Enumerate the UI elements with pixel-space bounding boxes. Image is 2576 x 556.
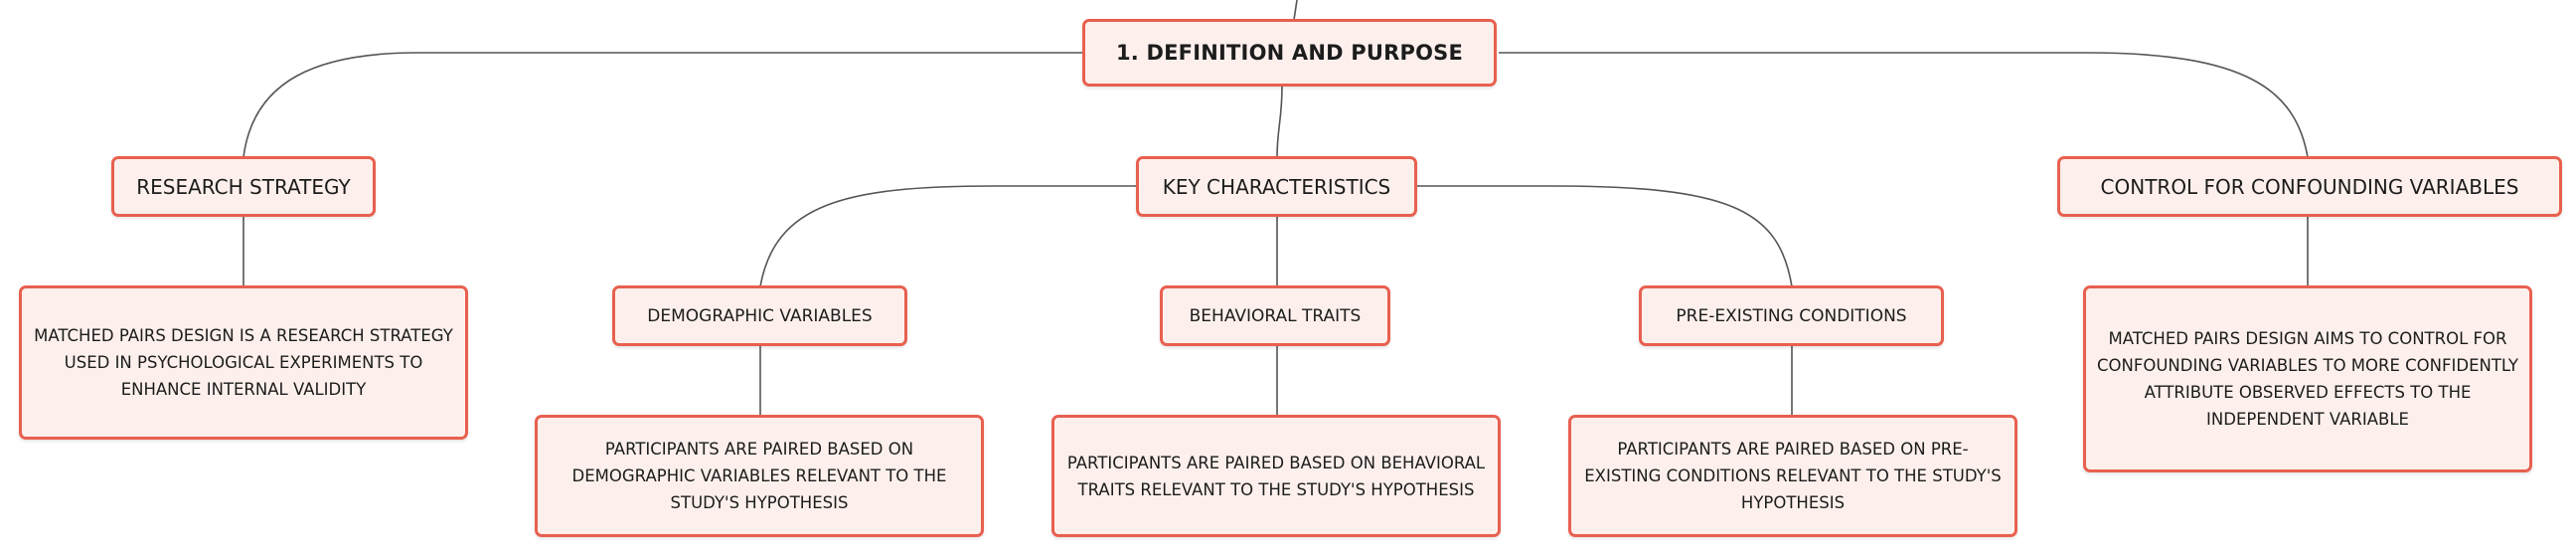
node-label: RESEARCH STRATEGY bbox=[136, 174, 351, 199]
root-node-label: 1. DEFINITION AND PURPOSE bbox=[1116, 41, 1463, 65]
node-pre-existing-conditions[interactable]: PRE-EXISTING CONDITIONS bbox=[1639, 285, 1944, 346]
node-label: PRE-EXISTING CONDITIONS bbox=[1676, 305, 1907, 326]
detail-text: MATCHED PAIRS DESIGN AIMS TO CONTROL FOR… bbox=[2097, 329, 2518, 429]
node-research-strategy[interactable]: RESEARCH STRATEGY bbox=[111, 156, 376, 217]
detail-text: PARTICIPANTS ARE PAIRED BASED ON PRE-EXI… bbox=[1584, 440, 2002, 512]
connector-root-to-key-characteristics bbox=[1276, 86, 1283, 158]
node-label: KEY CHARACTERISTICS bbox=[1162, 174, 1391, 199]
detail-text: MATCHED PAIRS DESIGN IS A RESEARCH STRAT… bbox=[34, 326, 453, 399]
node-label: BEHAVIORAL TRAITS bbox=[1189, 305, 1362, 326]
node-behavioral-traits[interactable]: BEHAVIORAL TRAITS bbox=[1160, 285, 1390, 346]
connector-key-characteristics-to-preexisting bbox=[1416, 185, 1793, 287]
connector-key-characteristics-to-demographic bbox=[759, 185, 1136, 287]
detail-control-for-confounding-variables[interactable]: MATCHED PAIRS DESIGN AIMS TO CONTROL FOR… bbox=[2083, 285, 2532, 472]
detail-text: PARTICIPANTS ARE PAIRED BASED ON BEHAVIO… bbox=[1066, 453, 1486, 499]
root-node-definition-and-purpose[interactable]: 1. DEFINITION AND PURPOSE bbox=[1082, 19, 1497, 87]
detail-pre-existing-conditions[interactable]: PARTICIPANTS ARE PAIRED BASED ON PRE-EXI… bbox=[1568, 415, 2017, 537]
detail-demographic-variables[interactable]: PARTICIPANTS ARE PAIRED BASED ON DEMOGRA… bbox=[535, 415, 984, 537]
connector-root-to-control bbox=[1499, 52, 2309, 158]
detail-text: PARTICIPANTS ARE PAIRED BASED ON DEMOGRA… bbox=[571, 440, 947, 512]
node-label: CONTROL FOR CONFOUNDING VARIABLES bbox=[2100, 174, 2519, 199]
node-control-for-confounding-variables[interactable]: CONTROL FOR CONFOUNDING VARIABLES bbox=[2057, 156, 2562, 217]
connector-root-to-research-strategy bbox=[242, 52, 1085, 158]
connector-root-incoming bbox=[1293, 0, 1298, 21]
node-demographic-variables[interactable]: DEMOGRAPHIC VARIABLES bbox=[612, 285, 907, 346]
node-label: DEMOGRAPHIC VARIABLES bbox=[647, 305, 873, 326]
detail-research-strategy[interactable]: MATCHED PAIRS DESIGN IS A RESEARCH STRAT… bbox=[19, 285, 468, 440]
detail-behavioral-traits[interactable]: PARTICIPANTS ARE PAIRED BASED ON BEHAVIO… bbox=[1051, 415, 1501, 537]
node-key-characteristics[interactable]: KEY CHARACTERISTICS bbox=[1136, 156, 1417, 217]
